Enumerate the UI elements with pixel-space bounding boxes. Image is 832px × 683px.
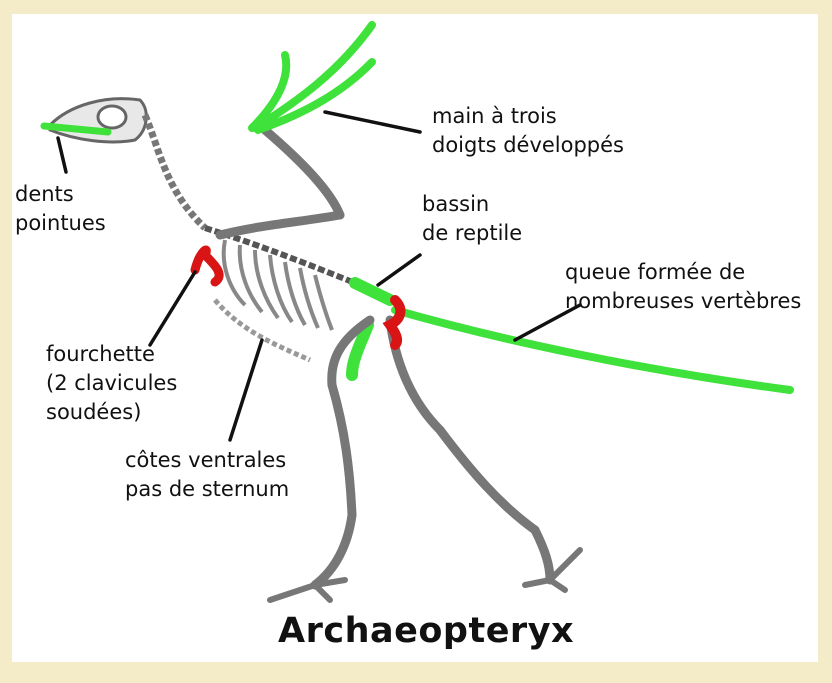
pointer-furcula bbox=[150, 272, 195, 345]
arm-bones bbox=[220, 130, 340, 235]
pointer-hand bbox=[325, 112, 420, 132]
label-ribs: côtes ventrales pas de sternum bbox=[125, 446, 289, 504]
label-furcula: fourchette (2 clavicules soudées) bbox=[46, 340, 177, 427]
label-tail: queue formée de nombreuses vertèbres bbox=[565, 258, 801, 316]
furcula-highlight bbox=[195, 250, 219, 282]
neck-bones bbox=[145, 115, 205, 228]
pointer-teeth bbox=[58, 138, 66, 172]
pelvis-highlight bbox=[355, 283, 390, 300]
hand-fingers-highlight bbox=[252, 25, 372, 130]
label-hand: main à trois doigts développés bbox=[432, 102, 624, 160]
pointer-pelvis bbox=[378, 255, 420, 285]
skull bbox=[50, 99, 146, 142]
feet bbox=[270, 550, 580, 600]
pointer-ribs bbox=[230, 340, 262, 440]
label-pelvis: bassin de reptile bbox=[422, 190, 522, 248]
tail-highlight bbox=[395, 310, 790, 390]
label-teeth: dents pointues bbox=[15, 180, 106, 238]
rib-cage bbox=[224, 240, 332, 330]
diagram-title: Archaeopteryx bbox=[278, 611, 574, 651]
